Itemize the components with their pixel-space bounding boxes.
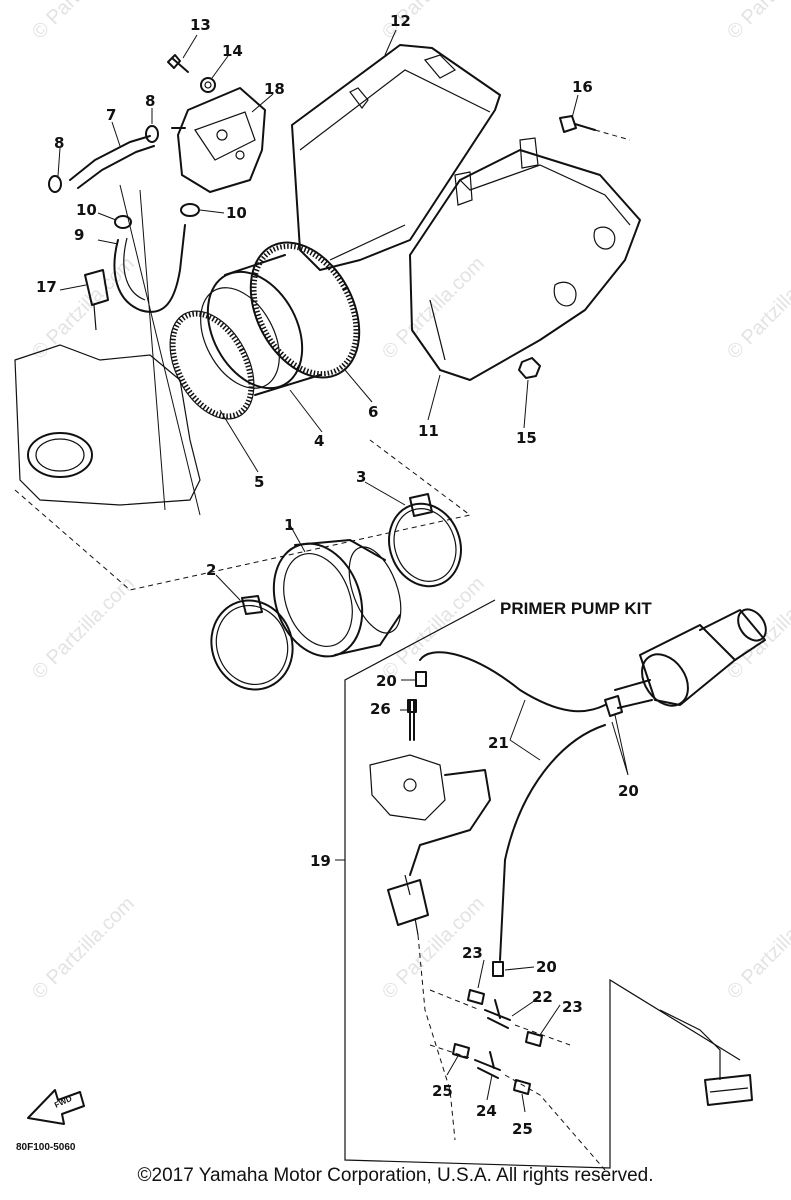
part-3-band <box>388 493 462 588</box>
watermark-text: © Partzilla.com <box>723 893 791 1004</box>
engine-outline <box>14 184 472 591</box>
callout-19: 19 <box>310 852 331 870</box>
part-23-clips <box>467 989 543 1047</box>
carburetor-outline <box>369 754 491 876</box>
watermark-text: © Partzilla.com <box>723 573 791 684</box>
part-8-clips <box>48 125 159 193</box>
part-16-bolt <box>559 115 631 141</box>
part-20-clips <box>415 671 504 977</box>
air-box-cover <box>291 44 501 271</box>
watermark-text: © Partzilla.com <box>723 253 791 364</box>
callout-23a: 23 <box>462 944 483 962</box>
watermark-text: © Partzilla.com <box>378 253 489 364</box>
callout-5: 5 <box>254 473 264 491</box>
callout-25b: 25 <box>512 1120 533 1138</box>
primer-pump-kit-title: PRIMER PUMP KIT <box>500 599 652 618</box>
part-10-clips <box>114 203 200 229</box>
callout-25a: 25 <box>432 1082 453 1100</box>
copyright-notice: ©2017 Yamaha Motor Corporation, U.S.A. A… <box>137 1165 654 1186</box>
leader-lines <box>57 29 629 1113</box>
callout-7: 7 <box>106 106 116 124</box>
callout-14: 14 <box>222 42 243 60</box>
callout-20c: 20 <box>536 958 557 976</box>
callout-1: 1 <box>284 516 294 534</box>
callout-17: 17 <box>36 278 57 296</box>
part-14-nut <box>200 77 216 93</box>
callout-12: 12 <box>390 12 411 30</box>
forward-arrow-icon: FWD <box>27 1089 85 1125</box>
callout-3: 3 <box>356 468 366 486</box>
callout-16: 16 <box>572 78 593 96</box>
callout-8a: 8 <box>145 92 155 110</box>
watermark-text: © Partzilla.com <box>28 0 139 44</box>
air-box <box>409 137 641 381</box>
primer-pump-kit-frame: PRIMER PUMP KIT <box>344 599 741 1169</box>
callout-22: 22 <box>532 988 553 1006</box>
callout-15: 15 <box>516 429 537 447</box>
part-2-band <box>210 595 294 691</box>
callout-24: 24 <box>476 1102 497 1120</box>
part-4-joint <box>200 254 321 396</box>
watermark-text: © Partzilla.com <box>723 0 791 44</box>
part-13-bolt <box>167 54 189 73</box>
watermark-text: © Partzilla.com <box>28 893 139 1004</box>
part-1-joint <box>272 539 402 658</box>
part-24-fitting <box>429 1044 606 1171</box>
watermark-text: © Partzilla.com <box>28 253 139 364</box>
callout-13: 13 <box>190 16 211 34</box>
part-9-hose <box>113 224 186 313</box>
callout-6: 6 <box>368 403 378 421</box>
part-21-hoses <box>419 651 606 961</box>
part-15-nut <box>518 357 541 379</box>
part-17-fitting <box>84 269 109 331</box>
part-25-clips <box>452 1043 531 1095</box>
part-6-ring <box>249 241 361 379</box>
callout-21: 21 <box>488 734 509 752</box>
callout-20a: 20 <box>376 672 397 690</box>
fuel-filter <box>659 1009 753 1106</box>
callout-2: 2 <box>206 561 216 579</box>
watermark-text: © Partzilla.com <box>28 573 139 684</box>
callout-8b: 8 <box>54 134 64 152</box>
watermark-text: © Partzilla.com <box>378 573 489 684</box>
callout-20b: 20 <box>618 782 639 800</box>
part-7-hose <box>69 135 155 189</box>
callout-10a: 10 <box>76 201 97 219</box>
part-18-housing <box>171 87 266 193</box>
callouts: 1 2 3 4 5 6 7 8 8 9 10 10 11 12 13 14 15… <box>36 12 639 1138</box>
callout-10b: 10 <box>226 204 247 222</box>
callout-9: 9 <box>74 226 84 244</box>
callout-23b: 23 <box>562 998 583 1016</box>
part-5-ring <box>169 310 255 420</box>
diagram-code: 80F100-5060 <box>16 1142 76 1153</box>
part-26-nozzle <box>407 699 417 741</box>
callout-26: 26 <box>370 700 391 718</box>
check-valve <box>387 874 456 1141</box>
primer-pump <box>604 608 767 717</box>
callout-11: 11 <box>418 422 439 440</box>
part-22-fitting <box>429 989 571 1046</box>
callout-4: 4 <box>314 432 324 450</box>
callout-18: 18 <box>264 80 285 98</box>
